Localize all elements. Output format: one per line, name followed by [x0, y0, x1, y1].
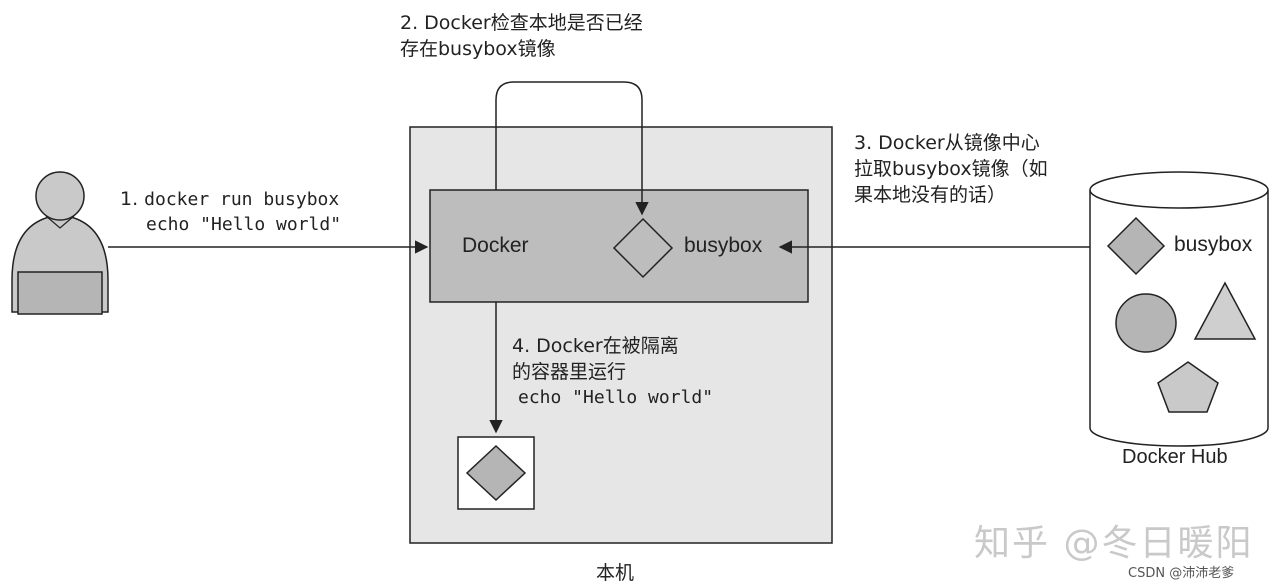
step1-command-echo: echo "Hello world" — [146, 214, 342, 235]
docker-hub-label: Docker Hub — [1122, 446, 1228, 468]
step2-line2: 存在busybox镜像 — [400, 38, 556, 60]
step4-command: echo "Hello world" — [518, 387, 714, 408]
step4-line2: 的容器里运行 — [512, 361, 627, 383]
step3-line1: 3. Docker从镜像中心 — [854, 132, 1040, 154]
step2-line1: 2. Docker检查本地是否已经 — [400, 12, 643, 34]
hub-circle-image — [1115, 293, 1177, 353]
host-label: 本机 — [596, 562, 635, 584]
hub-busybox-diamond — [1106, 216, 1166, 276]
hub-pentagon-image — [1157, 361, 1219, 413]
step1-line1: 1.docker run busybox — [120, 186, 339, 213]
step1-number: 1. — [120, 188, 139, 210]
zhihu-watermark: 知乎 @冬日暖阳 — [974, 523, 1254, 564]
csdn-credit: CSDN @沛沛老爹 — [1128, 566, 1235, 581]
hub-busybox-label: busybox — [1174, 233, 1253, 256]
local-busybox-label: busybox — [684, 234, 763, 257]
check-local-arrow — [495, 81, 649, 216]
step1-command: docker run busybox — [144, 189, 340, 210]
container-diamond-icon — [465, 444, 527, 502]
step3-line3: 果本地没有的话） — [854, 184, 1007, 206]
hub-triangle-image — [1193, 281, 1257, 340]
local-busybox-diamond — [612, 217, 674, 279]
docker-label: Docker — [462, 234, 529, 257]
user-icon — [11, 171, 109, 315]
step3-line2: 拉取busybox镜像（如 — [854, 158, 1048, 180]
step4-line1: 4. Docker在被隔离 — [512, 335, 679, 357]
